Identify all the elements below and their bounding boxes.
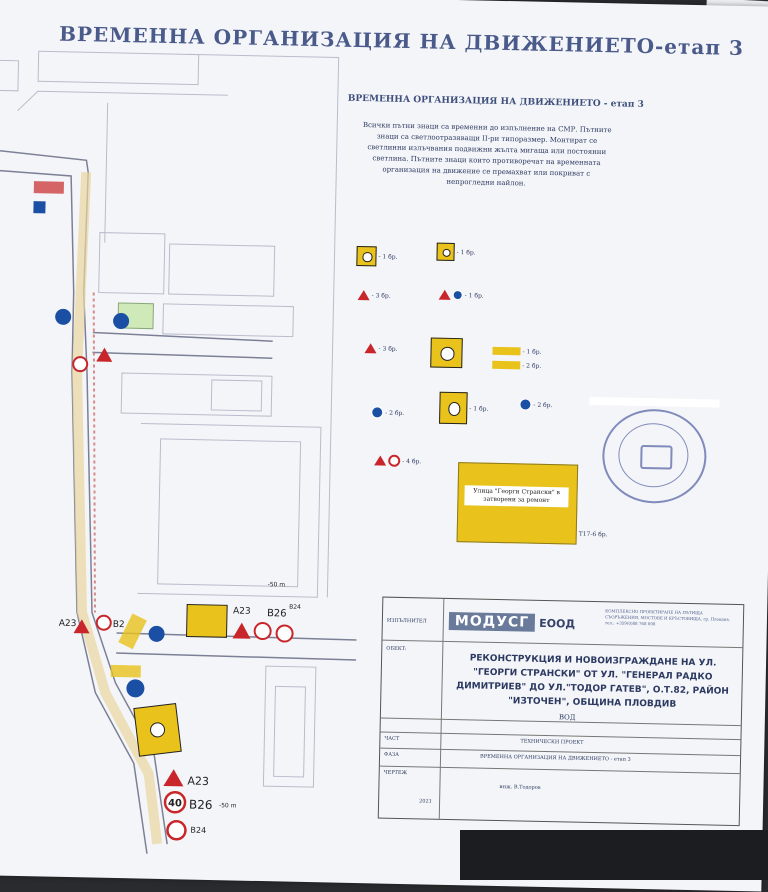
yellow-sign-icon bbox=[436, 242, 455, 261]
prohibition-sign-icon bbox=[72, 356, 89, 373]
phase-value: ВРЕМЕННА ОРГАНИЗАЦИЯ НА ДВИЖЕНИЕТО - ета… bbox=[479, 753, 631, 763]
label-b26-bottom: B26 bbox=[189, 798, 213, 812]
label-b24-bottom: B24 bbox=[190, 826, 206, 835]
mandatory-sign-icon bbox=[519, 398, 532, 411]
building-outline bbox=[168, 243, 276, 297]
warning-sign-icon bbox=[374, 455, 387, 466]
legend-item: - 4 бр. bbox=[374, 454, 421, 467]
warning-sign-icon bbox=[232, 622, 251, 639]
section-label: ВОД bbox=[558, 713, 576, 722]
legend-item bbox=[430, 337, 463, 369]
logo-suffix: ЕООД bbox=[539, 616, 576, 631]
arrow-sign-icon bbox=[492, 346, 521, 356]
mandatory-sign-icon bbox=[148, 625, 165, 642]
title-block: ИЗПЪЛНИТЕЛ МОДУСГ ЕООД КОМПЛЕКСНО ПРОЕКТ… bbox=[377, 596, 745, 827]
sports-field bbox=[157, 438, 302, 588]
mandatory-sign-icon bbox=[371, 406, 384, 419]
legend-item: - 3 бр. bbox=[364, 343, 398, 354]
yellow-sign-icon bbox=[356, 245, 377, 267]
plate-text: Улица "Георги Странски" в затворени за р… bbox=[464, 485, 569, 508]
building-outline bbox=[98, 232, 166, 295]
speed-limit-sign-icon bbox=[163, 791, 187, 814]
label-b2: B2 bbox=[113, 620, 125, 630]
barrier-line bbox=[92, 292, 96, 613]
desk-surface bbox=[460, 830, 768, 880]
date: 2021 bbox=[419, 798, 432, 805]
prohibition-sign-icon bbox=[95, 614, 112, 631]
legend-item: - 1 бр. bbox=[436, 242, 476, 262]
label-dist-bottom: -50 m bbox=[219, 802, 237, 809]
building-outline bbox=[120, 372, 273, 417]
warning-sign-icon bbox=[357, 289, 370, 301]
part-label: ЧАСТ bbox=[384, 735, 400, 742]
project-description: РЕКОНСТРУКЦИЯ И НОВОИЗГРАЖДАНЕ НА УЛ. "Г… bbox=[456, 653, 729, 710]
building-outline bbox=[37, 50, 200, 86]
label-speed: 40 bbox=[168, 798, 182, 809]
legend-item: - 1 бр. bbox=[438, 289, 484, 301]
part-value: ТЕХНИЧЕСКИ ПРОЕКТ bbox=[520, 738, 584, 746]
legend-item: - 1 бр. bbox=[356, 245, 398, 267]
building-outline bbox=[210, 379, 263, 412]
mandatory-sign-icon bbox=[126, 679, 145, 698]
warning-sign-icon bbox=[364, 343, 377, 354]
legend-item: - 1 бр. bbox=[439, 391, 489, 425]
building-outline bbox=[162, 303, 294, 338]
sign-center bbox=[150, 722, 166, 738]
company-info: КОМПЛЕКСНО ПРОЕКТИРАНЕ НА ПЪТИЩА СЪОРЪЖЕ… bbox=[604, 608, 730, 627]
mandatory-sign-icon bbox=[55, 308, 72, 325]
building-outline bbox=[262, 665, 317, 788]
legend-item: - 1 бр. bbox=[492, 346, 542, 356]
legend-item: - 2 бр. bbox=[371, 406, 404, 419]
legend-item: - 2 бр. bbox=[519, 398, 553, 411]
plate-count: Т17-6 бр. bbox=[578, 530, 608, 539]
legend-item: - 2 бр. bbox=[492, 360, 541, 370]
author: инж. В.Тодоров bbox=[499, 784, 541, 791]
company-logo: МОДУСГ ЕООД bbox=[448, 609, 599, 636]
phase-label: ФАЗА bbox=[384, 751, 399, 758]
parcel-outline bbox=[188, 53, 340, 598]
label-a23-mid: A23 bbox=[233, 606, 251, 616]
side-road bbox=[116, 652, 357, 661]
object-label: ОБЕКТ: bbox=[386, 645, 407, 653]
road-closed-plate: Улица "Георги Странски" в затворени за р… bbox=[456, 462, 579, 545]
arrow-sign-icon bbox=[492, 360, 521, 370]
detour-sign-icon bbox=[185, 603, 228, 638]
warning-sign-icon bbox=[438, 289, 451, 300]
arrow-sign-icon bbox=[118, 613, 147, 650]
legend-item: - 3 бр. bbox=[357, 289, 391, 301]
warning-sign-icon bbox=[163, 769, 184, 787]
warning-sign-icon bbox=[96, 347, 113, 362]
diamond-sign-icon bbox=[430, 337, 463, 369]
building-outline bbox=[273, 685, 306, 778]
warning-sign-icon bbox=[73, 619, 90, 634]
label-a23-bottom: A23 bbox=[187, 775, 209, 788]
info-sign-icon bbox=[33, 201, 46, 214]
arrow-sign-icon bbox=[110, 664, 141, 678]
map-signs bbox=[33, 181, 294, 841]
parcel-outline bbox=[104, 102, 109, 243]
label-b24-mid: B24 bbox=[289, 604, 301, 611]
building-outline bbox=[0, 59, 20, 92]
label-dist-mid: -50 m bbox=[268, 581, 286, 588]
prohibition-sign-icon bbox=[388, 454, 401, 467]
drawing-label: ЧЕРТЕЖ bbox=[383, 769, 408, 777]
side-road bbox=[92, 331, 273, 342]
prohibition-sign-icon bbox=[275, 624, 294, 643]
designer-label: ИЗПЪЛНИТЕЛ bbox=[386, 617, 427, 625]
mandatory-sign-icon bbox=[452, 289, 463, 301]
logo-text: МОДУСГ bbox=[448, 611, 536, 632]
speed-limit-sign-icon bbox=[253, 622, 272, 641]
prohibition-sign-icon bbox=[166, 820, 187, 841]
diamond-sign-icon bbox=[439, 391, 468, 425]
work-zone bbox=[72, 172, 163, 845]
label-a23-left: A23 bbox=[59, 619, 77, 629]
barrier-icon bbox=[33, 181, 65, 194]
label-b26-mid: B26 bbox=[267, 608, 287, 619]
mandatory-sign-icon bbox=[113, 313, 130, 330]
side-road bbox=[92, 351, 273, 359]
parcel-outline bbox=[137, 422, 322, 598]
road-edge bbox=[17, 90, 228, 112]
